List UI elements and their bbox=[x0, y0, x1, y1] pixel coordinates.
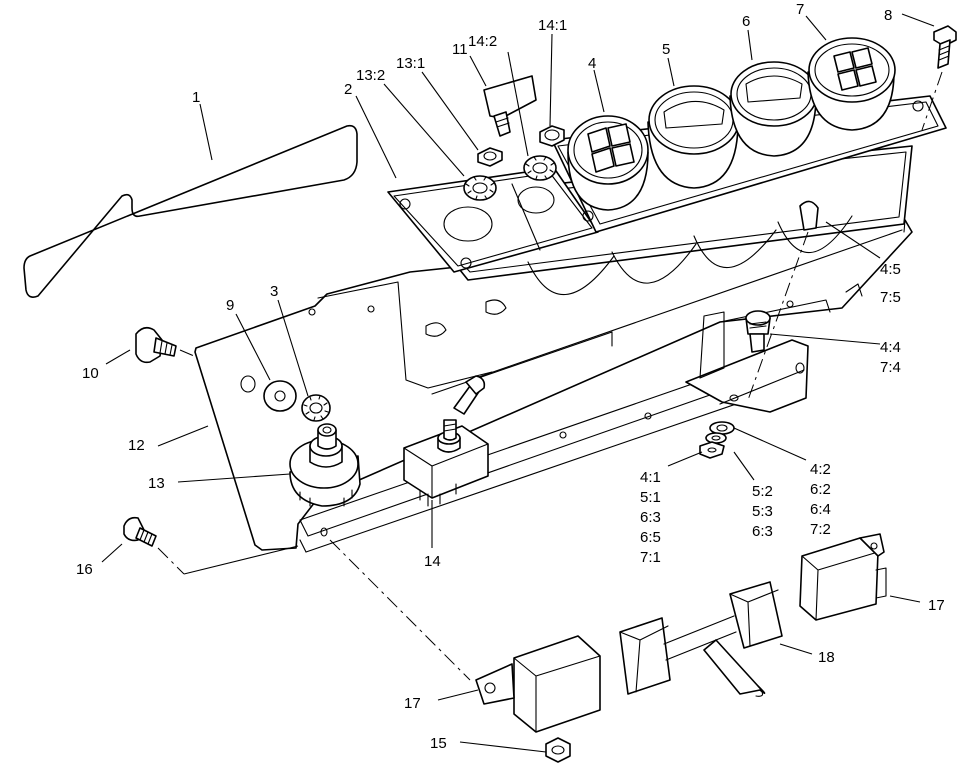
small-hardware bbox=[699, 421, 735, 459]
lamp-socket-4-4 bbox=[745, 310, 771, 353]
lockwasher-part-3 bbox=[301, 394, 331, 422]
callout-4-4: 4:4 bbox=[880, 339, 901, 356]
key-part-11 bbox=[483, 75, 537, 137]
callout-14: 14 bbox=[424, 553, 441, 570]
callout-12: 12 bbox=[128, 437, 145, 454]
callout-7-5: 7:5 bbox=[880, 289, 901, 306]
sub-panel-part-2 bbox=[387, 167, 599, 273]
callout-4-5: 4:5 bbox=[880, 261, 901, 278]
callout-5: 5 bbox=[662, 41, 670, 58]
rotary-switch-part-13 bbox=[289, 423, 361, 507]
callout-group-mid-2: 6:3 bbox=[752, 523, 773, 540]
callout-group-mid-1: 5:3 bbox=[752, 503, 773, 520]
callout-11: 11 bbox=[452, 41, 468, 58]
nut-14-1 bbox=[539, 125, 565, 147]
harness-part-18 bbox=[619, 581, 783, 697]
gauge-part-5 bbox=[647, 85, 740, 189]
gauge-part-7 bbox=[807, 37, 896, 131]
relay-part-17-right bbox=[799, 533, 887, 621]
callout-7: 7 bbox=[796, 1, 804, 18]
bolt-part-10 bbox=[135, 326, 195, 364]
callout-group-left-4: 7:1 bbox=[640, 549, 661, 566]
callout-7-4: 7:4 bbox=[880, 359, 901, 376]
nut-part-15 bbox=[545, 737, 571, 763]
callout-group-left-1: 5:1 bbox=[640, 489, 661, 506]
screw-part-8 bbox=[921, 25, 957, 131]
callout-group-right-3: 7:2 bbox=[810, 521, 831, 538]
callout-group-left-3: 6:5 bbox=[640, 529, 661, 546]
gauge-part-6 bbox=[729, 61, 818, 157]
callout-labels: 1 2 13:2 13:1 11 14:2 14:1 4 5 6 7 8 9 3… bbox=[76, 1, 945, 752]
callout-group-mid-0: 5:2 bbox=[752, 483, 773, 500]
callout-8: 8 bbox=[884, 7, 892, 24]
callout-9: 9 bbox=[226, 297, 234, 314]
nut-13-1 bbox=[477, 147, 503, 167]
relay-part-17-left bbox=[329, 539, 601, 733]
callout-17-left: 17 bbox=[404, 695, 421, 712]
toggle-switch-part-14 bbox=[403, 375, 489, 507]
callout-16: 16 bbox=[76, 561, 93, 578]
callout-group-left-2: 6:3 bbox=[640, 509, 661, 526]
lamp-bulb-4-5 bbox=[747, 200, 819, 401]
callout-10: 10 bbox=[82, 365, 99, 382]
callout-14-1: 14:1 bbox=[538, 17, 567, 34]
callout-1: 1 bbox=[192, 89, 200, 106]
callout-6: 6 bbox=[742, 13, 750, 30]
lockwasher-13-2 bbox=[463, 175, 497, 201]
callout-group-right-0: 4:2 bbox=[810, 461, 831, 478]
decal-part-1 bbox=[23, 124, 358, 298]
callout-13: 13 bbox=[148, 475, 165, 492]
callout-15: 15 bbox=[430, 735, 447, 752]
screw-part-16 bbox=[123, 516, 299, 575]
callout-group-right-1: 6:2 bbox=[810, 481, 831, 498]
callout-2: 2 bbox=[344, 81, 352, 98]
leader-lines bbox=[101, 13, 935, 753]
gauge-part-4 bbox=[567, 115, 649, 211]
callout-3: 3 bbox=[270, 283, 278, 300]
callout-13-2: 13:2 bbox=[356, 67, 385, 84]
callout-group-left-0: 4:1 bbox=[640, 469, 661, 486]
callout-18: 18 bbox=[818, 649, 835, 666]
callout-group-right-2: 6:4 bbox=[810, 501, 831, 518]
callout-13-1: 13:1 bbox=[396, 55, 425, 72]
callout-17-right: 17 bbox=[928, 597, 945, 614]
lockwasher-14-2 bbox=[523, 155, 557, 181]
callout-14-2: 14:2 bbox=[468, 33, 497, 50]
lamp-bracket bbox=[685, 311, 809, 413]
washer-part-9 bbox=[263, 380, 297, 412]
callout-4: 4 bbox=[588, 55, 596, 72]
